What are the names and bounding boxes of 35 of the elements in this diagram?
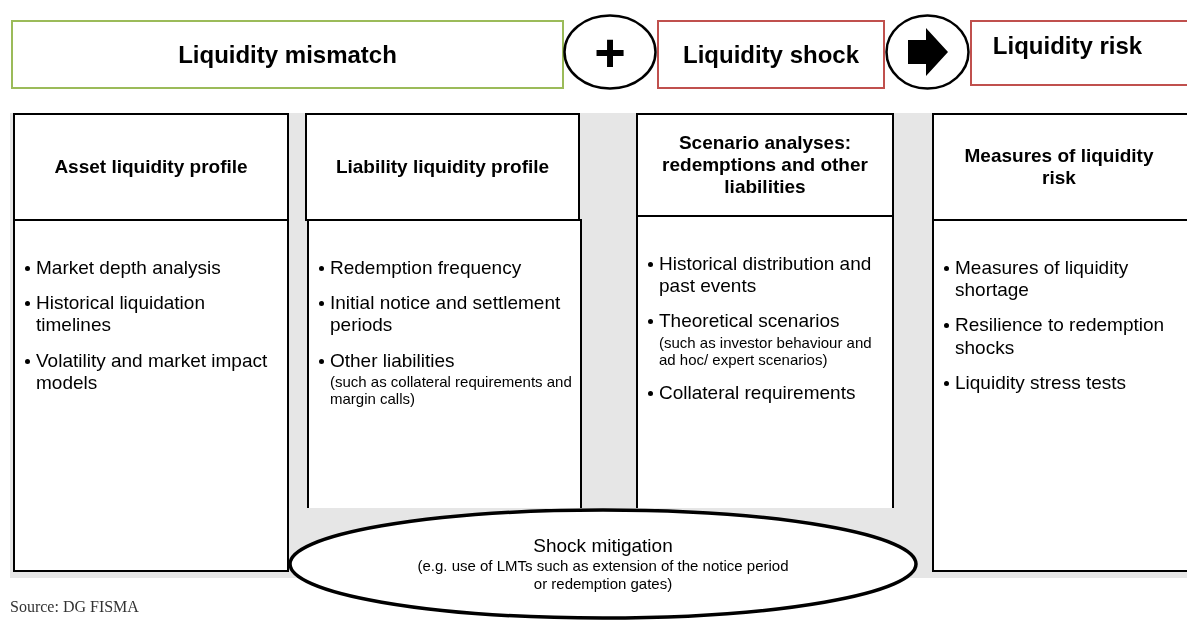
title-box: Liquidity shock: [657, 20, 885, 89]
header-box: [636, 113, 894, 217]
content-box: [932, 219, 1187, 572]
bullet-text: Liquidity stress tests: [955, 371, 1127, 395]
content-box: [13, 219, 289, 572]
bullet-text: Resilience to redemption shocks: [955, 314, 1166, 359]
header-box: [305, 113, 580, 221]
arrow-circle: [885, 14, 970, 90]
header-text: Asset liquidity profile: [54, 156, 248, 178]
ellipse-note: (e.g. use of LMTs such as extension of the notice period or redemption gates): [416, 557, 790, 593]
plus-circle: +: [563, 14, 657, 90]
content-box: [636, 215, 894, 508]
bullet-text: Collateral requirements: [659, 381, 856, 404]
bullet-text: Other liabilities: [330, 349, 455, 372]
title-box: Liquidity risk: [970, 20, 1187, 86]
bullet-text: Historical liquidation timelines: [36, 292, 206, 337]
bullet-text: Theoretical scenarios: [659, 310, 840, 333]
bullet-text: Market depth analysis: [36, 257, 221, 280]
note-text: (such as investor behaviour and ad hoc/ expert scenarios): [659, 333, 873, 369]
bullet-text: Volatility and market impact models: [36, 349, 269, 395]
header-box: [13, 113, 289, 221]
ellipse-title: Shock mitigation: [533, 535, 673, 557]
bullet-text: Measures of liquidity shortage: [955, 257, 1130, 302]
title-box: Liquidity mismatch: [11, 20, 564, 89]
bullet-text: Historical distribution and past events: [659, 253, 873, 298]
header-text: Scenario analyses: redemptions and other liabilities: [661, 132, 869, 198]
source-note: Source: DG FISMA: [10, 598, 139, 616]
bullet-text: Redemption frequency: [330, 257, 522, 280]
header-text: Liability liquidity profile: [335, 156, 550, 178]
header-text: Measures of liquidity risk: [963, 145, 1155, 189]
content-box: [307, 219, 582, 508]
mitigation-ellipse: [288, 508, 918, 620]
header-box: [932, 113, 1187, 221]
bullet-text: Initial notice and settlement periods: [330, 292, 562, 337]
note-text: (such as collateral requirements and margin calls): [330, 372, 572, 408]
